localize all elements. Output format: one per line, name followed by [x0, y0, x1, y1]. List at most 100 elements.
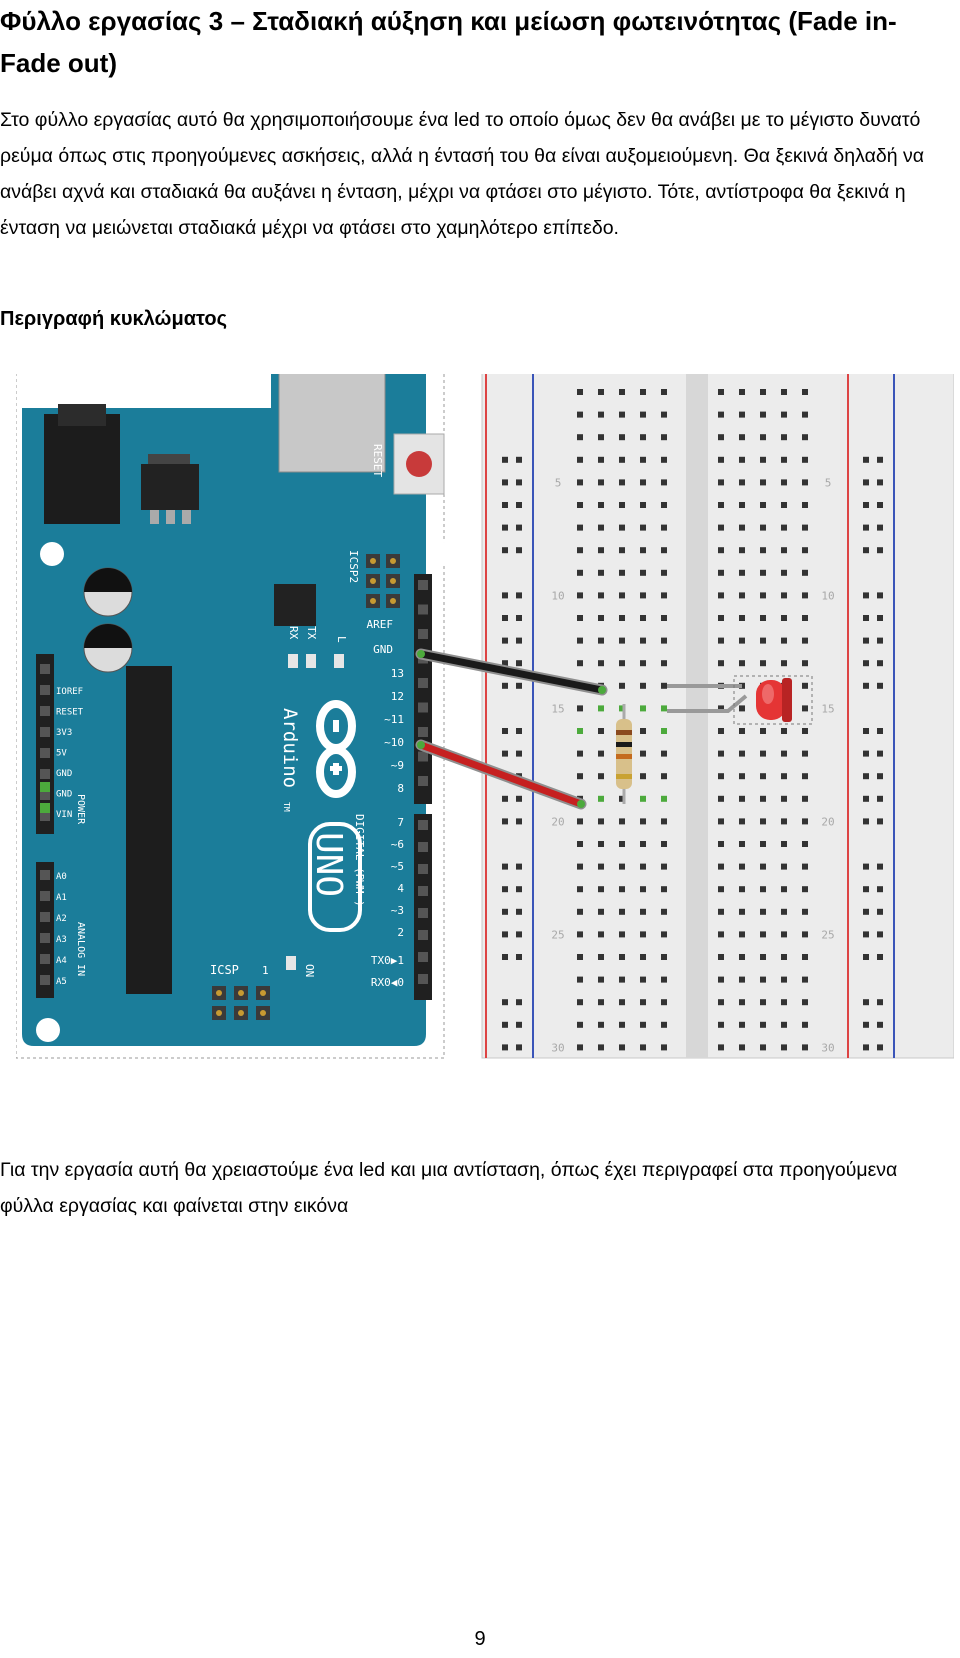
- rail-hole: [516, 931, 522, 938]
- breadboard-hole: [640, 660, 646, 667]
- rail-hole: [863, 818, 869, 825]
- breadboard-hole: [718, 1044, 724, 1051]
- breadboard-hole: [760, 411, 766, 418]
- breadboard-hole: [760, 660, 766, 667]
- breadboard-hole: [760, 637, 766, 644]
- breadboard-hole: [781, 750, 787, 757]
- breadboard-hole: [577, 841, 583, 847]
- breadboard-hole: [718, 931, 724, 938]
- breadboard-hole: [640, 547, 646, 554]
- rail-hole: [877, 524, 883, 531]
- trademark: TM: [282, 802, 291, 812]
- breadboard-hole: [802, 502, 808, 508]
- rail-hole: [516, 479, 522, 486]
- breadboard-hole: [802, 434, 808, 441]
- breadboard-hole: [781, 569, 787, 576]
- breadboard-hole: [640, 886, 646, 893]
- breadboard-hole: [802, 615, 808, 621]
- breadboard-hole: [598, 773, 604, 780]
- breadboard-hole: [718, 660, 724, 667]
- breadboard-hole: [802, 569, 808, 576]
- breadboard-hole: [802, 750, 808, 757]
- breadboard-hole: [598, 1044, 604, 1051]
- breadboard-hole: [760, 818, 766, 825]
- rail-hole: [877, 637, 883, 644]
- breadboard-hole: [802, 411, 808, 418]
- breadboard-hole: [718, 728, 724, 734]
- breadboard-hole: [781, 615, 787, 621]
- rail-hole: [863, 660, 869, 667]
- header-socket: [40, 975, 50, 985]
- breadboard-hole: [739, 1021, 745, 1028]
- tx-label: TX: [305, 626, 318, 640]
- breadboard-hole: [760, 954, 766, 960]
- breadboard-hole: [739, 547, 745, 554]
- breadboard-hole: [760, 728, 766, 734]
- breadboard-hole: [781, 908, 787, 915]
- header-socket-active: [40, 782, 50, 792]
- breadboard-hole: [781, 931, 787, 938]
- breadboard-hole: [661, 434, 667, 441]
- breadboard-hole: [640, 1044, 646, 1051]
- breadboard-hole: [802, 524, 808, 531]
- rail-hole: [502, 1021, 508, 1028]
- section-heading: Περιγραφή κυκλώματος: [0, 308, 227, 330]
- power-pin-label: 5V: [56, 749, 67, 759]
- breadboard-hole: [802, 976, 808, 983]
- breadboard-hole: [718, 795, 724, 802]
- power-pin-label: 3V3: [56, 728, 72, 738]
- breadboard-hole: [619, 569, 625, 576]
- breadboard-hole: [640, 569, 646, 576]
- breadboard-hole: [661, 615, 667, 621]
- breadboard-hole: [739, 773, 745, 780]
- breadboard-hole: [718, 479, 724, 486]
- breadboard-hole: [802, 637, 808, 644]
- digital-pin-label: 8: [397, 782, 404, 795]
- breadboard-hole: [598, 637, 604, 644]
- breadboard-hole: [661, 479, 667, 486]
- intro-paragraph: Στο φύλλο εργασίας αυτό θα χρησιμοποιήσο…: [0, 109, 924, 239]
- arduino-logo: [316, 700, 356, 798]
- column-label: I: [781, 374, 788, 377]
- breadboard-hole: [739, 795, 745, 802]
- header-socket: [40, 664, 50, 674]
- header-socket: [418, 751, 428, 762]
- page-number: 9: [474, 1628, 486, 1650]
- breadboard-hole: [619, 841, 625, 847]
- breadboard-hole: [619, 411, 625, 418]
- breadboard-hole: [718, 705, 724, 712]
- breadboard-hole: [781, 976, 787, 983]
- rail-hole: [516, 954, 522, 960]
- breadboard-hole: [640, 434, 646, 441]
- digital-pin-label: 13: [391, 667, 404, 680]
- rail-hole: [516, 592, 522, 599]
- header-socket: [418, 930, 428, 940]
- breadboard-column-labels: ABCDEFGHIJ: [577, 374, 809, 377]
- breadboard-hole: [661, 1044, 667, 1051]
- digital-pin-label: 4: [397, 882, 404, 895]
- breadboard-hole: [598, 705, 604, 712]
- breadboard-hole: [598, 841, 604, 847]
- breadboard-hole: [640, 976, 646, 983]
- breadboard-hole: [640, 1021, 646, 1028]
- breadboard-hole: [718, 908, 724, 915]
- column-label: C: [619, 374, 626, 377]
- breadboard-hole: [802, 456, 808, 463]
- breadboard-hole: [802, 389, 808, 395]
- breadboard-hole: [577, 728, 583, 734]
- breadboard-hole: [781, 660, 787, 667]
- breadboard-hole: [661, 728, 667, 734]
- breadboard-hole: [781, 547, 787, 554]
- row-number: 30: [551, 1041, 564, 1054]
- breadboard-hole: [802, 863, 808, 870]
- power-pin-label: IOREF: [56, 687, 83, 697]
- breadboard-hole: [640, 908, 646, 915]
- breadboard-hole: [802, 773, 808, 780]
- breadboard-hole: [718, 434, 724, 441]
- breadboard-hole: [718, 999, 724, 1006]
- rail-hole: [516, 863, 522, 870]
- breadboard-hole: [661, 999, 667, 1006]
- breadboard-hole: [577, 479, 583, 486]
- breadboard-hole: [619, 547, 625, 554]
- header-socket: [40, 685, 50, 695]
